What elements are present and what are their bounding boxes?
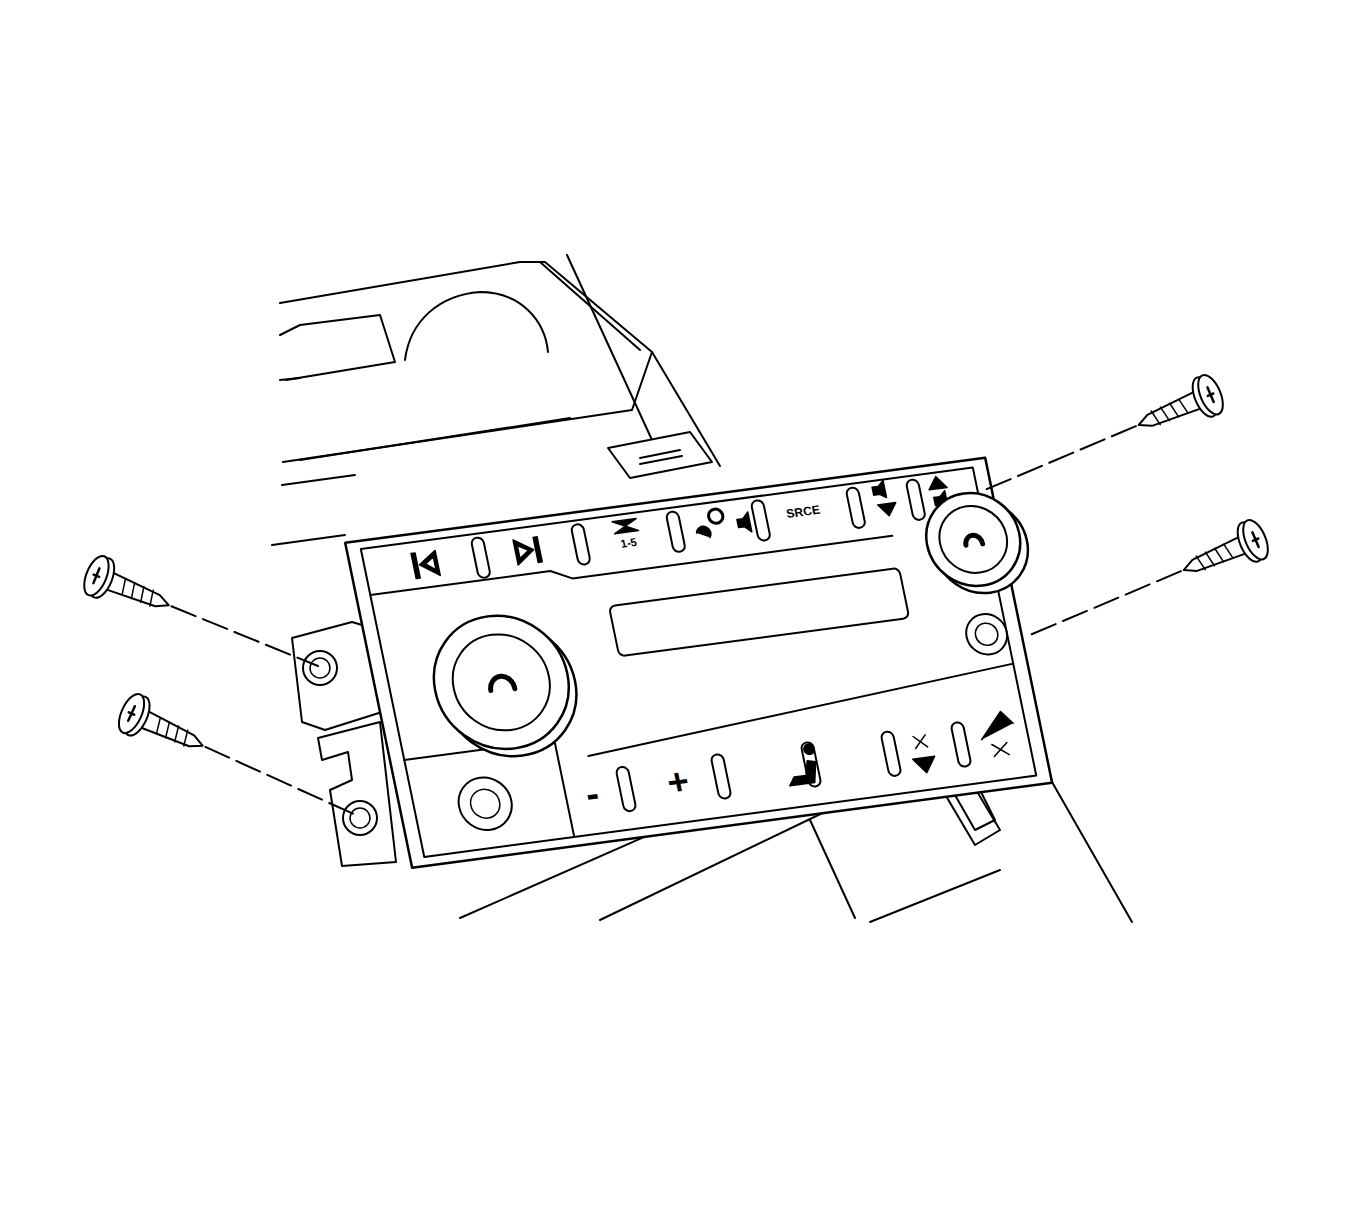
console-outline xyxy=(810,820,855,918)
button-divider xyxy=(471,537,491,579)
screw-recess xyxy=(91,567,103,584)
screw xyxy=(114,690,358,816)
screw xyxy=(980,371,1228,492)
knob-mark xyxy=(964,534,983,546)
screw-thread xyxy=(1160,406,1169,422)
knob-mark xyxy=(488,675,515,692)
button-divider xyxy=(616,766,637,812)
mute-icon xyxy=(694,512,752,539)
control-panel xyxy=(345,455,1076,868)
console-outline xyxy=(280,262,652,462)
bracket-tab xyxy=(318,722,396,866)
round-button xyxy=(973,622,1000,647)
screw-thread xyxy=(1196,555,1205,571)
screw-thread xyxy=(1151,410,1160,426)
screw-thread xyxy=(154,718,163,734)
console-outline xyxy=(405,292,548,360)
round-button xyxy=(468,787,502,819)
screw-thread xyxy=(138,586,147,602)
screw-thread xyxy=(119,579,128,595)
console-outline xyxy=(280,378,300,380)
screw-leader xyxy=(1030,571,1181,635)
button-divider xyxy=(571,524,591,566)
panel-face xyxy=(361,468,1036,857)
screw-head xyxy=(79,553,113,599)
fan-up-icon xyxy=(976,710,1019,758)
control-knob xyxy=(918,487,1029,591)
screw-thread xyxy=(1215,547,1224,563)
screw-shank xyxy=(141,711,207,754)
screw-thread xyxy=(1170,402,1179,418)
screw-hole xyxy=(350,808,370,828)
screw xyxy=(79,553,318,666)
screw-thread xyxy=(1205,551,1214,567)
screw-head xyxy=(1193,371,1228,417)
console-background xyxy=(272,255,1132,922)
button-divider xyxy=(951,722,972,768)
screw-hole xyxy=(310,658,330,678)
screw-head xyxy=(1238,516,1273,562)
preset-label: 1-5 xyxy=(620,537,638,550)
console-outline xyxy=(300,418,570,460)
screw-leader xyxy=(205,747,358,816)
console-clip-slot xyxy=(640,450,682,464)
screw-hole xyxy=(303,651,337,685)
console-outline xyxy=(567,255,652,440)
console-outline xyxy=(870,870,1000,922)
round-button xyxy=(962,612,1010,657)
screw-shank xyxy=(1180,537,1246,578)
console-clip xyxy=(608,432,712,478)
power-icon xyxy=(707,508,724,524)
screw-thread xyxy=(147,590,156,606)
screw-thread xyxy=(172,726,181,742)
console-outline xyxy=(272,535,345,545)
display-window xyxy=(609,568,909,657)
screw-leader xyxy=(171,606,318,666)
button-divider xyxy=(711,754,732,800)
screw-shank xyxy=(1135,392,1201,433)
volume-down-icon xyxy=(871,480,898,518)
screw-recess xyxy=(126,705,138,722)
button-divider xyxy=(881,731,902,777)
screw-shank xyxy=(106,573,172,614)
screw-leader xyxy=(980,426,1136,492)
screw-thread xyxy=(181,730,190,746)
air-direction-icon xyxy=(782,744,821,786)
screw-recess xyxy=(1205,386,1217,403)
fan-down-icon xyxy=(908,734,938,774)
screw-thread xyxy=(1179,398,1188,414)
band-icon xyxy=(612,519,638,534)
button-divider xyxy=(751,500,771,542)
button-divider xyxy=(666,511,686,553)
console-outline xyxy=(280,315,395,380)
screw-hole xyxy=(343,801,377,835)
button-divider xyxy=(906,479,926,521)
screw-thread xyxy=(1224,543,1233,559)
screw-recess xyxy=(1250,531,1262,548)
screw-thread xyxy=(129,583,138,599)
screw-thread xyxy=(163,722,172,738)
panel-bezel xyxy=(345,458,1052,868)
console-outline xyxy=(282,475,355,485)
control-knob xyxy=(444,629,559,737)
next-icon xyxy=(513,537,542,565)
previous-icon xyxy=(411,550,440,578)
round-button xyxy=(454,774,517,833)
screw-head xyxy=(114,690,150,737)
screw xyxy=(1030,516,1273,635)
control-knob xyxy=(422,608,581,758)
button-divider xyxy=(846,487,866,529)
control-knob xyxy=(933,502,1013,577)
